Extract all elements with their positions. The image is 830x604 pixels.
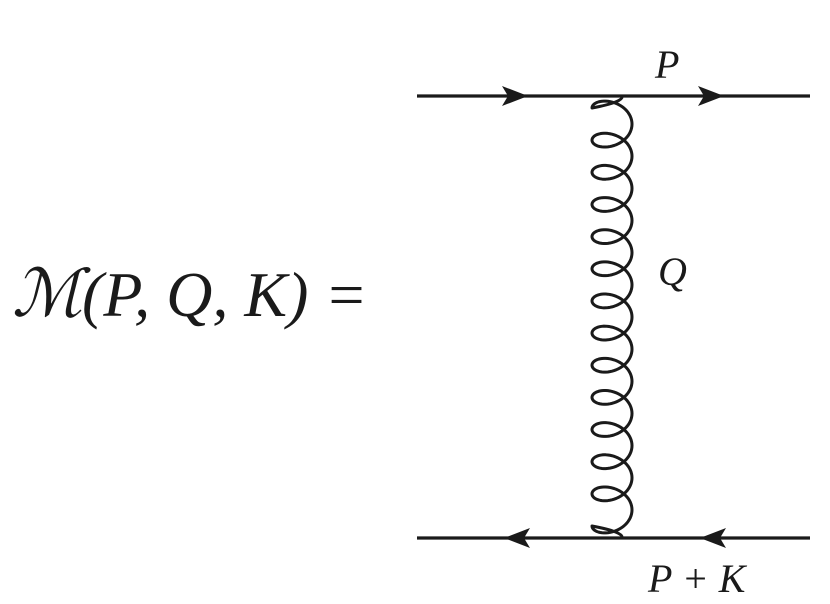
bottom-right-arrow-icon — [700, 528, 726, 548]
gluon-propagator: Q — [590, 95, 687, 539]
bottom-fermion-line: P + K — [417, 528, 810, 601]
equation-lhs: ℳ (P, Q, K) = — [12, 258, 368, 331]
gluon-momentum-label: Q — [658, 249, 687, 294]
amplitude-symbol: ℳ — [12, 258, 91, 331]
bottom-momentum-label: P + K — [647, 556, 748, 601]
gluon-coil-path — [590, 95, 634, 539]
amplitude-arguments: (P, Q, K) = — [82, 259, 368, 330]
top-momentum-label: P — [654, 42, 679, 87]
bottom-left-arrow-icon — [504, 528, 530, 548]
top-fermion-line: P — [417, 42, 810, 106]
top-right-arrow-icon — [698, 86, 724, 106]
top-left-arrow-icon — [502, 86, 528, 106]
